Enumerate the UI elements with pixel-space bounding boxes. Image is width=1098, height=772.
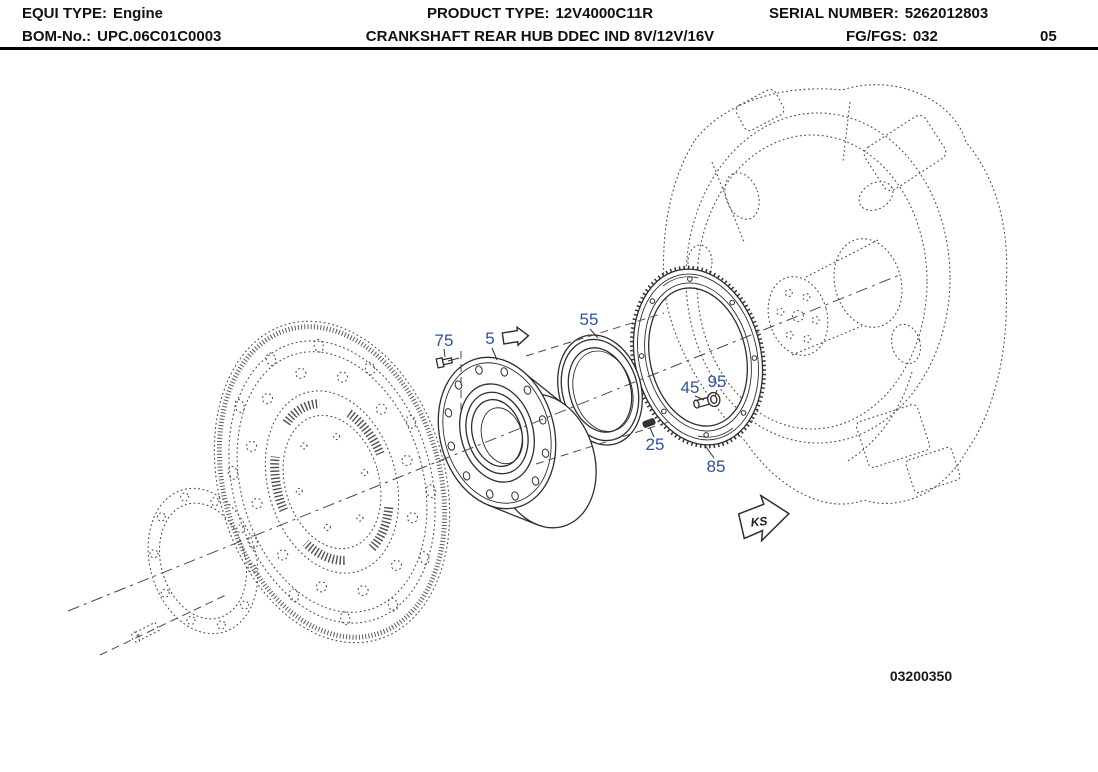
- leader-75: [443, 348, 446, 358]
- bolt-icon-part-45: [693, 391, 721, 409]
- crankshaft-stub-rear: [833, 238, 903, 328]
- view-direction-arrow-icon[interactable]: [501, 325, 530, 347]
- callout-95[interactable]: 95: [708, 372, 727, 391]
- fg-fgs-field: FG/FGS: 032: [846, 28, 938, 45]
- serial-number-value: 5262012803: [904, 5, 989, 22]
- callout-55[interactable]: 55: [580, 310, 599, 329]
- product-type-field: PRODUCT TYPE: 12V4000C11R: [0, 5, 1080, 22]
- washer-icon-part-95: [707, 391, 721, 408]
- leader-45: [694, 395, 705, 401]
- leader-95: [714, 389, 718, 397]
- ks-arrow-label: KS: [750, 514, 768, 530]
- flywheel-housing-reference: [662, 84, 1008, 505]
- equi-type-value: Engine: [113, 5, 164, 22]
- leader-25: [649, 427, 655, 438]
- product-type-value: 12V4000C11R: [555, 5, 654, 22]
- callout-75[interactable]: 75: [435, 331, 454, 350]
- leader-75b: [447, 357, 460, 362]
- reference-bolt-icon: [131, 621, 160, 643]
- leader-55: [589, 328, 599, 339]
- fg-fgs-label: FG/FGS:: [846, 28, 907, 45]
- header-divider: [0, 47, 1098, 50]
- callout-5[interactable]: 5: [485, 329, 494, 348]
- drawing-number: 03200350: [890, 668, 953, 684]
- crankshaft-flange-face: [767, 276, 829, 356]
- crankshaft-rear-hub-part-5: [437, 356, 597, 529]
- projection-line-lower: [535, 420, 673, 465]
- callout-25[interactable]: 25: [646, 435, 665, 454]
- serial-number-field: SERIAL NUMBER: 5262012803: [769, 5, 988, 22]
- gear-ring-part-85: [629, 265, 767, 449]
- bolt-axis-line: [99, 593, 229, 656]
- equi-type-field: EQUI TYPE: Engine: [22, 5, 163, 22]
- equi-type-label: EQUI TYPE:: [22, 5, 108, 22]
- callout-45[interactable]: 45: [681, 378, 700, 397]
- fg-fgs-value: 032: [912, 28, 938, 45]
- assembly-title: CRANKSHAFT REAR HUB DDEC IND 8V/12V/16V: [365, 28, 715, 45]
- callout-85[interactable]: 85: [707, 457, 726, 476]
- bom-no-label: BOM-No.:: [22, 28, 92, 45]
- sheet-number: 05: [1040, 28, 1057, 45]
- product-type-label: PRODUCT TYPE:: [426, 5, 550, 22]
- bolt-icon-part-75: [435, 357, 454, 369]
- bom-no-value: UPC.06C01C0003: [97, 28, 222, 45]
- pin-icon-part-25: [642, 418, 656, 428]
- serial-number-label: SERIAL NUMBER:: [769, 5, 899, 22]
- bom-no-field: BOM-No.: UPC.06C01C0003: [22, 28, 221, 45]
- leader-5: [491, 347, 498, 361]
- ks-direction-arrow[interactable]: KS: [737, 493, 791, 543]
- leader-85: [703, 443, 715, 459]
